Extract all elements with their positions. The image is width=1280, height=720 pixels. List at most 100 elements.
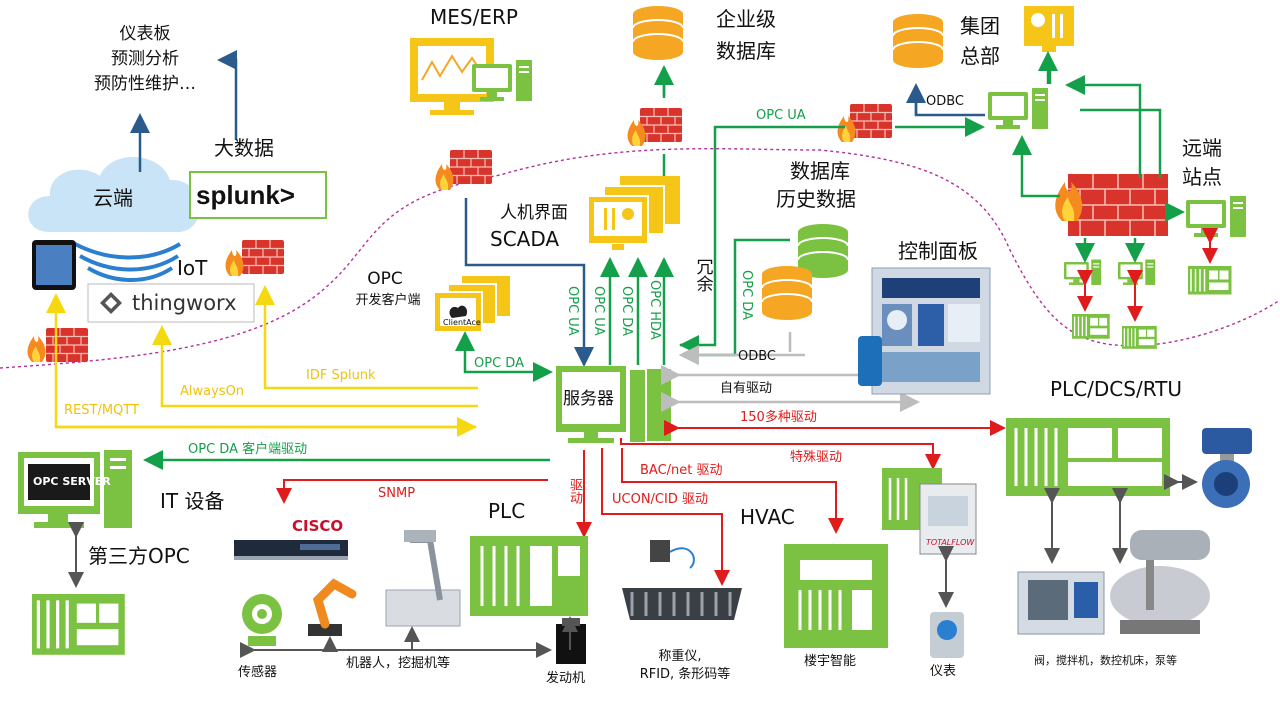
hmi-line2: SCADA — [490, 227, 560, 251]
v-label-opc-da-1: OPC DA — [618, 286, 634, 336]
odbc-mid-label: ODBC — [738, 349, 777, 364]
firewall-db-icon — [627, 107, 683, 146]
remote-rack-2-icon — [1121, 325, 1158, 350]
totalflow-meter-icon — [882, 468, 977, 555]
valve-icon — [1202, 428, 1252, 508]
hvac-label: HVAC — [740, 505, 795, 529]
iot-label: IoT — [177, 256, 208, 280]
hq-pc-icon — [988, 88, 1048, 129]
mes-erp-monitor-icon — [410, 38, 532, 115]
weighing-line2: RFID, 条形码等 — [639, 667, 731, 682]
hq-line2: 总部 — [960, 44, 1000, 68]
plc-dcs-rtu-label: PLC/DCS/RTU — [1050, 377, 1183, 401]
cloud-icon — [28, 156, 200, 282]
server-label: 服务器 — [563, 389, 614, 409]
mes-erp-label: MES/ERP — [430, 5, 518, 29]
building-label: 楼宇智能 — [804, 654, 857, 669]
idf-splunk-label: IDF Splunk — [306, 368, 376, 383]
remote-pc-2-icon — [1064, 259, 1102, 285]
plc-label: PLC — [488, 499, 526, 523]
control-panel-icon — [858, 267, 991, 395]
tablet-icon — [32, 240, 76, 290]
cisco-router-icon — [234, 540, 348, 560]
hq-line1: 集团 — [960, 14, 1000, 38]
own-driver-label: 自有驱动 — [720, 381, 773, 396]
enterprise-db-line2: 数据库 — [716, 39, 776, 63]
top-left-line1: 仪表板 — [119, 24, 171, 44]
remote-rack-1-icon — [1071, 313, 1111, 340]
opc-dev-line2: 开发客户端 — [355, 293, 421, 308]
rest-mqtt-label: REST/MQTT — [64, 403, 139, 418]
remote-pc-3-icon — [1118, 259, 1156, 285]
historian-line2: 历史数据 — [776, 187, 856, 211]
sensor-icon — [242, 594, 282, 646]
historian-line1: 数据库 — [790, 159, 850, 183]
it-equipment-label: IT 设备 — [160, 489, 225, 513]
thingworx-label: thingworx — [132, 291, 237, 315]
odbc-top-label: ODBC — [926, 94, 965, 109]
hq-control-icon — [1024, 6, 1074, 52]
clientace-icon — [433, 276, 510, 333]
remote-site-line2: 站点 — [1182, 165, 1222, 189]
firewall-left-icon — [27, 327, 89, 363]
engine-label: 发动机 — [546, 671, 586, 686]
totalflow-label: TOTALFLOW — [926, 538, 975, 547]
v-label-opc-ua-1: OPC UA — [564, 286, 580, 336]
remote-site-line1: 远端 — [1182, 136, 1222, 160]
conveyor-scale-icon — [622, 540, 742, 620]
meter-label: 仪表 — [930, 664, 957, 679]
enterprise-db-line1: 企业级 — [716, 7, 776, 31]
firewall-remote-icon — [1055, 174, 1168, 236]
hq-db-icon — [892, 13, 944, 69]
historian-db-orange-icon — [761, 265, 813, 321]
v-label-opc-hda: OPC HDA — [646, 280, 662, 340]
opc-da-client-label: OPC DA — [474, 356, 524, 371]
plc-dcs-rtu-icon — [1006, 418, 1170, 496]
control-panel-label: 控制面板 — [898, 239, 978, 263]
enterprise-db-icon — [632, 5, 684, 61]
plc-rack-icon — [470, 536, 588, 616]
thingworx-logo-icon — [100, 292, 122, 314]
v-label-opc-ua-2: OPC UA — [590, 286, 606, 336]
remote-rack-3-icon — [1187, 265, 1233, 296]
firewall-iot-icon — [225, 239, 285, 276]
cloud-label: 云端 — [93, 186, 133, 210]
redundant-label: 冗余 — [692, 258, 713, 292]
weighing-line1: 称重仪, — [658, 649, 702, 664]
splunk-logo: splunk> — [196, 180, 295, 210]
cisco-logo: CISCO — [292, 517, 344, 535]
ucon-label: UCON/CID 驱动 — [612, 492, 708, 507]
gantry-robot-icon — [385, 530, 461, 627]
clientace-label: ClientAce — [443, 318, 481, 327]
bacnet-label: BAC/net 驱动 — [640, 463, 723, 478]
third-party-rack-icon — [30, 592, 127, 657]
hmi-scada-icon — [587, 176, 680, 250]
firewall-ua-icon — [837, 103, 893, 142]
top-left-line3: 预防性维护… — [94, 74, 196, 94]
hmi-line1: 人机界面 — [500, 203, 568, 223]
mixer-icon — [1110, 530, 1210, 634]
special-driver-label: 特殊驱动 — [790, 450, 843, 465]
drivers-150-label: 150多种驱动 — [740, 410, 817, 425]
firewall-mes-icon — [435, 149, 493, 190]
big-data-label: 大数据 — [214, 136, 274, 160]
opc-server-label: OPC SERVER — [33, 475, 111, 488]
building-icon — [784, 544, 888, 648]
machines-label: 阀，搅拌机，数控机床，泵等 — [1034, 654, 1177, 667]
top-left-line2: 预测分析 — [111, 49, 179, 69]
opc-da-client-driver-label: OPC DA 客户端驱动 — [188, 442, 308, 457]
gauge-meter-icon — [930, 612, 964, 658]
cnc-machine-icon — [1017, 571, 1105, 635]
network-boundary — [0, 147, 1280, 369]
robot-arm-icon — [308, 578, 357, 636]
opc-ua-top-label: OPC UA — [756, 108, 806, 123]
third-party-opc-label: 第三方OPC — [88, 544, 190, 568]
robots-label: 机器人，挖掘机等 — [346, 656, 451, 671]
opc-server-pc-icon — [18, 450, 132, 528]
sensor-label: 传感器 — [238, 665, 278, 680]
snmp-label: SNMP — [378, 486, 416, 501]
opc-dev-line1: OPC — [367, 269, 403, 289]
splunk-box — [189, 171, 327, 219]
remote-pc-1-icon — [1186, 196, 1246, 237]
